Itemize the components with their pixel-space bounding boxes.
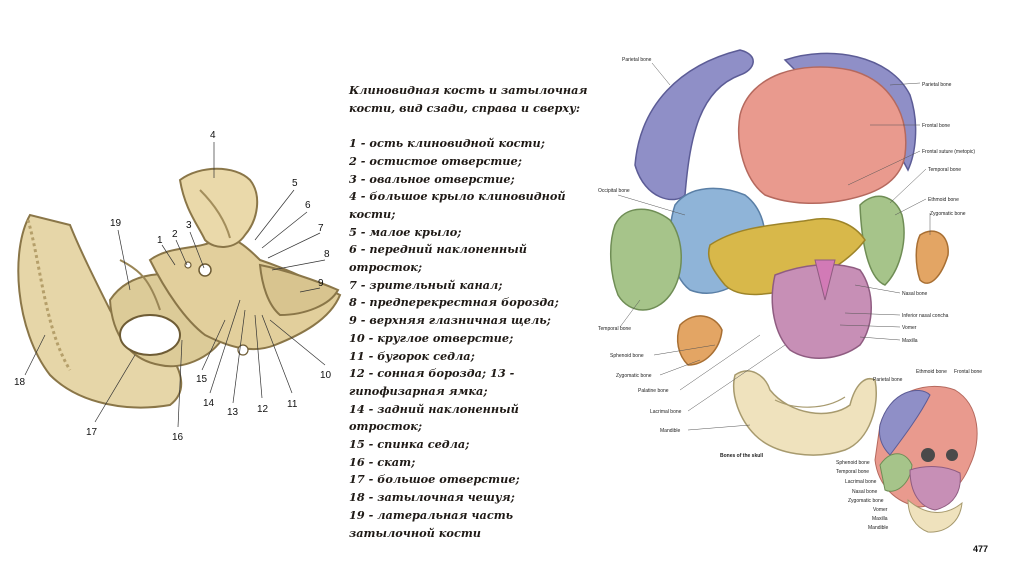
small-label-mandible: Mandible bbox=[868, 525, 889, 531]
label-temporal-left: Temporal bone bbox=[598, 326, 631, 332]
foramen-magnum-shape bbox=[119, 314, 181, 356]
temporal-left-shape bbox=[609, 208, 682, 311]
caption-item: 16 - скат; bbox=[349, 454, 416, 469]
small-label-frontal: Frontal bone bbox=[954, 369, 982, 375]
label-lacrimal: Lacrimal bone bbox=[650, 409, 682, 415]
label-occipital: Occipital bone bbox=[598, 188, 630, 194]
small-label-ethmoid: Ethmoid bone bbox=[916, 369, 947, 375]
label-number-11: 11 bbox=[287, 399, 298, 410]
label-nasal: Nasal bone bbox=[902, 291, 928, 297]
label-number-13: 13 bbox=[227, 407, 239, 418]
label-palatine: Palatine bone bbox=[638, 388, 669, 394]
label-number-2: 2 bbox=[172, 229, 178, 240]
mandible-shape bbox=[733, 370, 877, 456]
caption-item: 12 - сонная борозда; 13 - гипофизарная я… bbox=[349, 366, 515, 398]
small-label-nasal: Nasal bone bbox=[852, 489, 878, 495]
caption-item: 19 - латеральная часть затылочной кости bbox=[349, 507, 514, 540]
caption-item: 4 - большое крыло клиновидной кости; bbox=[349, 189, 566, 221]
label-frontal: Frontal bone bbox=[922, 123, 950, 129]
caption-item: 17 - большое отверстие; bbox=[349, 472, 520, 487]
caption-title: Клиновидная кость и затылочная кости, ви… bbox=[349, 83, 588, 115]
caption-item: 15 - спинка седла; bbox=[349, 437, 470, 452]
caption-item: 11 - бугорок седла; bbox=[349, 348, 475, 363]
label-number-4: 4 bbox=[210, 130, 216, 141]
caption-item: 1 - ость клиновидной кости; bbox=[349, 136, 545, 151]
sphenoid-shape bbox=[708, 218, 866, 296]
label-number-12: 12 bbox=[257, 404, 269, 415]
label-temporal-top: Temporal bone bbox=[928, 167, 961, 173]
label-number-8: 8 bbox=[324, 249, 330, 260]
frontal-shape bbox=[738, 66, 907, 205]
label-number-18: 18 bbox=[14, 377, 26, 388]
caption-item: 7 - зрительный канал; bbox=[349, 277, 503, 292]
small-label-parietal: Parietal bone bbox=[873, 377, 903, 383]
small-label-vomer: Vomer bbox=[873, 507, 888, 513]
label-number-7: 7 bbox=[318, 223, 324, 234]
label-parietal-left: Parietal bone bbox=[622, 57, 652, 63]
label-number-15: 15 bbox=[196, 374, 208, 385]
label-sphenoid: Sphenoid bone bbox=[610, 353, 644, 359]
label-vomer: Vomer bbox=[902, 325, 917, 331]
page-number: 477 bbox=[972, 544, 988, 554]
exploded-skull-illustration: Parietal bone Parietal bone Frontal bone… bbox=[590, 45, 1024, 565]
label-bones-of-skull: Bones of the skull bbox=[720, 453, 764, 459]
label-number-5: 5 bbox=[292, 178, 298, 189]
label-mandible: Mandible bbox=[660, 428, 681, 434]
label-maxilla: Maxilla bbox=[902, 338, 918, 344]
label-number-17: 17 bbox=[86, 427, 98, 438]
small-label-zygomatic: Zygomatic bone bbox=[848, 498, 884, 504]
occipital-squama-shape bbox=[17, 213, 183, 409]
label-number-6: 6 bbox=[305, 200, 311, 211]
caption-item: 14 - задний наклоненный отросток; bbox=[349, 401, 519, 434]
label-inferior-concha: Inferior nasal concha bbox=[902, 313, 949, 319]
small-label-lacrimal: Lacrimal bone bbox=[845, 479, 877, 485]
small-label-maxilla: Maxilla bbox=[872, 516, 888, 522]
label-zygomatic-top: Zygomatic bone bbox=[930, 211, 966, 217]
label-frontal-suture: Frontal suture (metopic) bbox=[922, 149, 975, 155]
label-zygomatic-left: Zygomatic bone bbox=[616, 373, 652, 379]
lesser-wing-shape bbox=[258, 263, 340, 317]
caption-item: 18 - затылочная чешуя; bbox=[349, 490, 515, 505]
label-number-19: 19 bbox=[110, 218, 122, 229]
parietal-left-shape bbox=[634, 49, 754, 201]
label-number-14: 14 bbox=[203, 398, 215, 409]
small-label-sphenoid: Sphenoid bone bbox=[836, 460, 870, 466]
greater-wing-shape bbox=[178, 167, 259, 248]
label-number-10: 10 bbox=[320, 370, 332, 381]
small-label-temporal: Temporal bone bbox=[836, 469, 869, 475]
small-skull bbox=[874, 385, 978, 533]
sphenoid-occipital-illustration: 4 5 6 7 8 9 10 11 12 13 14 15 16 17 18 1… bbox=[0, 120, 350, 450]
label-number-9: 9 bbox=[318, 278, 324, 289]
skull-drawing: Parietal bone Parietal bone Frontal bone… bbox=[598, 49, 982, 533]
bone-drawing: 4 5 6 7 8 9 10 11 12 13 14 15 16 17 18 1… bbox=[14, 130, 342, 443]
label-number-3: 3 bbox=[186, 220, 192, 231]
temporal-right-shape bbox=[859, 195, 905, 286]
zygomatic-left-shape bbox=[676, 315, 723, 366]
figure-caption: Клиновидная кость и затылочная кости, ви… bbox=[349, 82, 594, 542]
label-number-1: 1 bbox=[157, 235, 163, 246]
label-number-16: 16 bbox=[172, 432, 184, 443]
label-parietal-right: Parietal bone bbox=[922, 82, 952, 88]
label-ethmoid: Ethmoid bone bbox=[928, 197, 959, 203]
caption-item: 3 - овальное отверстие; bbox=[349, 171, 515, 186]
caption-item: 6 - передний наклоненный отросток; bbox=[349, 242, 527, 275]
zygomatic-right-shape bbox=[915, 230, 949, 284]
caption-item: 8 - предперекрестная борозда; bbox=[349, 295, 559, 310]
caption-item: 2 - остистое отверстие; bbox=[349, 153, 522, 168]
caption-item: 5 - малое крыло; bbox=[349, 224, 462, 239]
caption-item: 10 - круглое отверстие; bbox=[349, 330, 514, 345]
caption-item: 9 - верхняя глазничная щель; bbox=[349, 313, 551, 328]
